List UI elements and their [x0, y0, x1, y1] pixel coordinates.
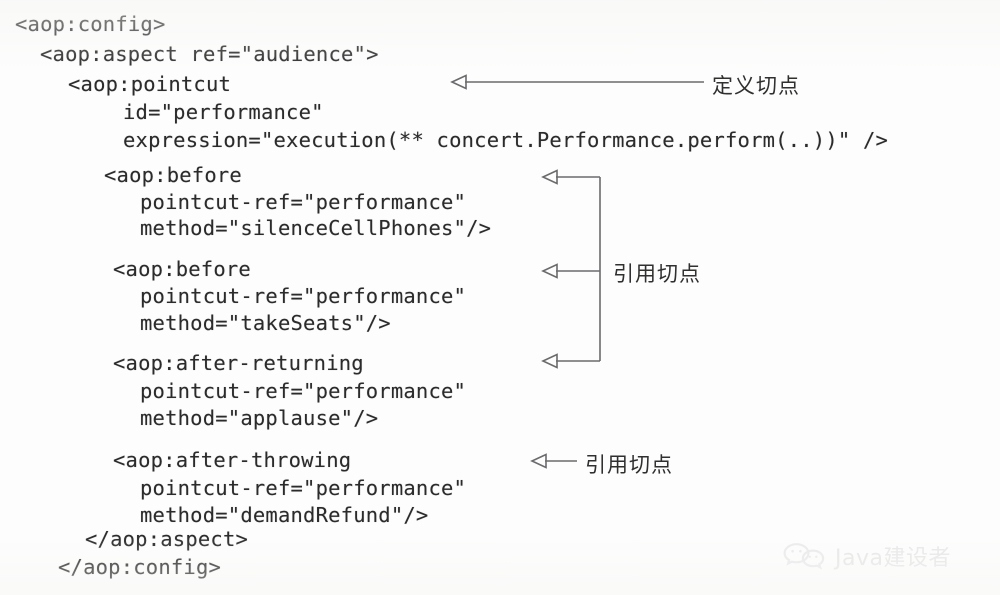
- code-line: pointcut-ref="performance": [140, 284, 467, 308]
- code-line: method="applause"/>: [140, 406, 379, 430]
- code-line: <aop:config>: [15, 12, 166, 36]
- arrow-head-icon: [450, 74, 467, 90]
- code-line: <aop:before: [113, 257, 251, 281]
- annotation-arrow-define-pointcut: [450, 74, 704, 90]
- annotation-arrow-reference-pointcut-short: [530, 453, 577, 469]
- code-line: </aop:aspect>: [85, 527, 249, 551]
- annotation-label-define-pointcut: 定义切点: [712, 74, 800, 98]
- code-line: pointcut-ref="performance": [140, 379, 467, 403]
- code-line: <aop:before: [104, 163, 242, 187]
- code-line: <aop:aspect ref="audience">: [40, 42, 379, 66]
- watermark: Java建设者: [782, 540, 951, 572]
- code-line: <aop:after-returning: [113, 351, 364, 375]
- arrow-head-icon: [541, 169, 558, 185]
- arrow-head-icon: [530, 453, 547, 469]
- arrow-head-icon: [541, 353, 558, 369]
- code-line: <aop:after-throwing: [113, 448, 352, 472]
- code-line: pointcut-ref="performance": [140, 476, 467, 500]
- arrow-head-icon: [541, 263, 558, 279]
- watermark-text: Java建设者: [835, 546, 951, 571]
- code-line: </aop:config>: [58, 555, 222, 579]
- annotation-label-reference-pointcut-short: 引用切点: [585, 453, 673, 477]
- code-line: method="demandRefund"/>: [140, 503, 429, 527]
- wechat-logo-icon: [783, 543, 825, 570]
- code-line: id="performance": [123, 100, 324, 124]
- code-line: pointcut-ref="performance": [140, 190, 467, 214]
- code-line: method="takeSeats"/>: [140, 311, 391, 335]
- code-line: <aop:pointcut: [68, 72, 232, 96]
- annotation-label-reference-pointcut-bracket: 引用切点: [613, 262, 701, 286]
- code-line: expression="execution(** concert.Perform…: [123, 128, 889, 152]
- code-line: method="silenceCellPhones"/>: [140, 216, 492, 240]
- annotation-bracket-reference-pointcut-bracket: [541, 169, 601, 369]
